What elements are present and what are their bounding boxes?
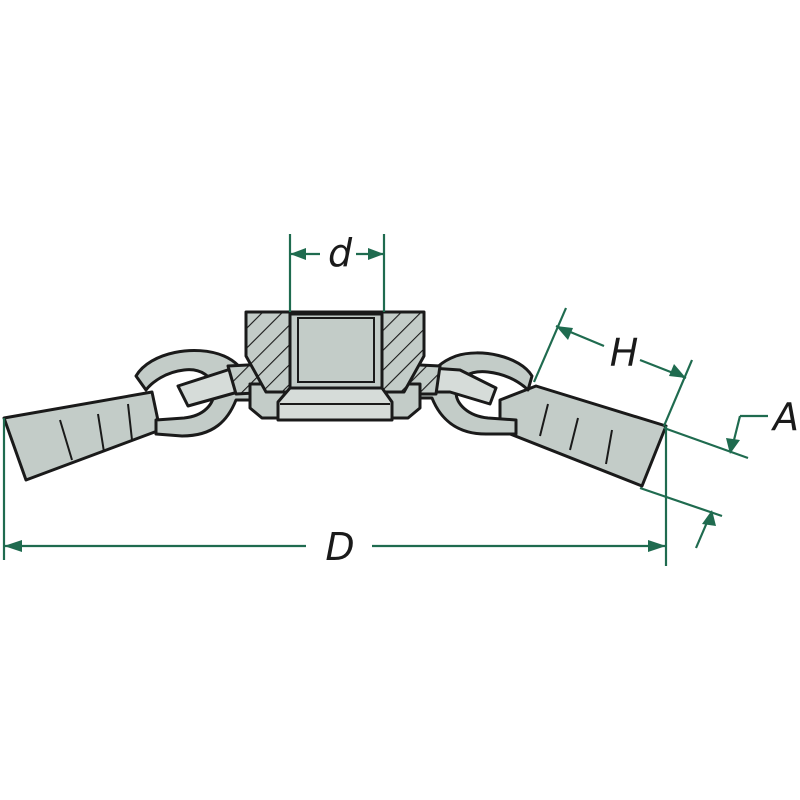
left-wire-bundle <box>2 349 274 482</box>
hub-bore-inner <box>297 317 375 383</box>
right-bristle-wedge <box>498 384 668 488</box>
dimension-big-d: D <box>2 418 668 569</box>
dimension-label-h: H <box>610 331 639 375</box>
a-arrow-bottom <box>702 510 716 526</box>
h-arrow-right <box>669 364 686 378</box>
d-arrow-left <box>290 248 306 260</box>
dimension-a: A <box>639 395 799 549</box>
left-bristle-wedge <box>2 390 162 482</box>
big-d-arrow-right <box>648 540 666 552</box>
h-arrow-left <box>556 326 573 340</box>
dimension-h: H <box>532 307 694 427</box>
dimension-label-d: d <box>328 231 353 275</box>
d-arrow-right <box>368 248 384 260</box>
central-hub <box>244 310 426 422</box>
dimension-label-big-d: D <box>325 525 354 569</box>
dimension-label-a: A <box>770 395 799 439</box>
right-wire-bundle <box>398 351 668 488</box>
big-d-arrow-left <box>4 540 22 552</box>
a-arrow-top <box>726 438 740 454</box>
dimension-d: d <box>288 231 386 312</box>
